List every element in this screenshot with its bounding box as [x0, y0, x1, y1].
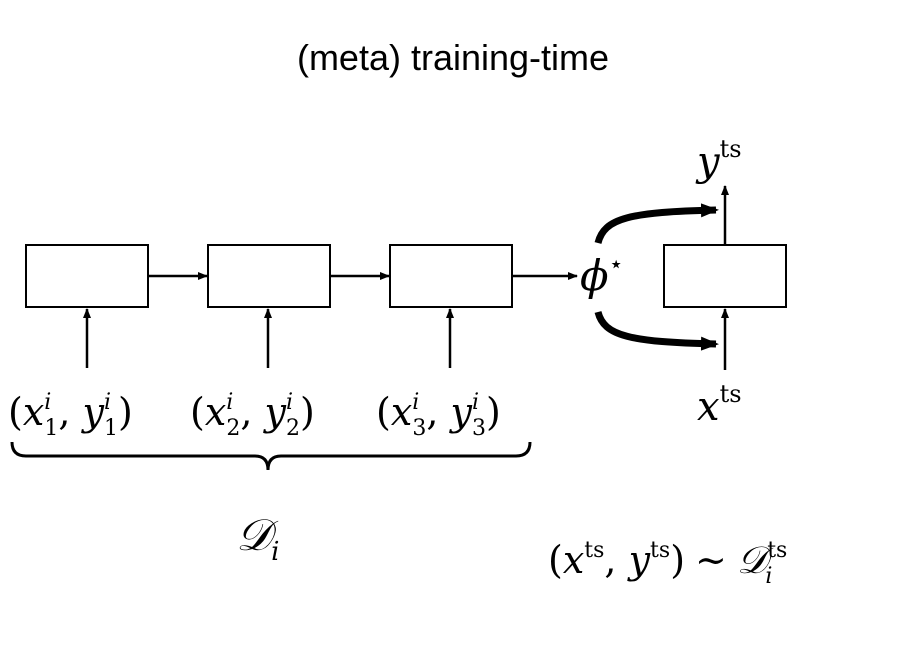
diagram-title: (meta) training-time — [296, 37, 610, 78]
phi-star-label: ϕ⋆ — [580, 250, 624, 300]
rnn-block-1 — [25, 244, 149, 308]
phi-arrow-upper — [594, 203, 719, 245]
phi-arrow-lower — [594, 310, 719, 351]
rnn-block-3 — [389, 244, 513, 308]
dataset-label: 𝒟i — [236, 510, 279, 567]
predictor-block — [663, 244, 787, 308]
dataset-brace — [10, 441, 532, 471]
rnn-block-2 — [207, 244, 331, 308]
test-output-label: yts — [695, 135, 742, 185]
test-input-label: xts — [697, 380, 742, 430]
